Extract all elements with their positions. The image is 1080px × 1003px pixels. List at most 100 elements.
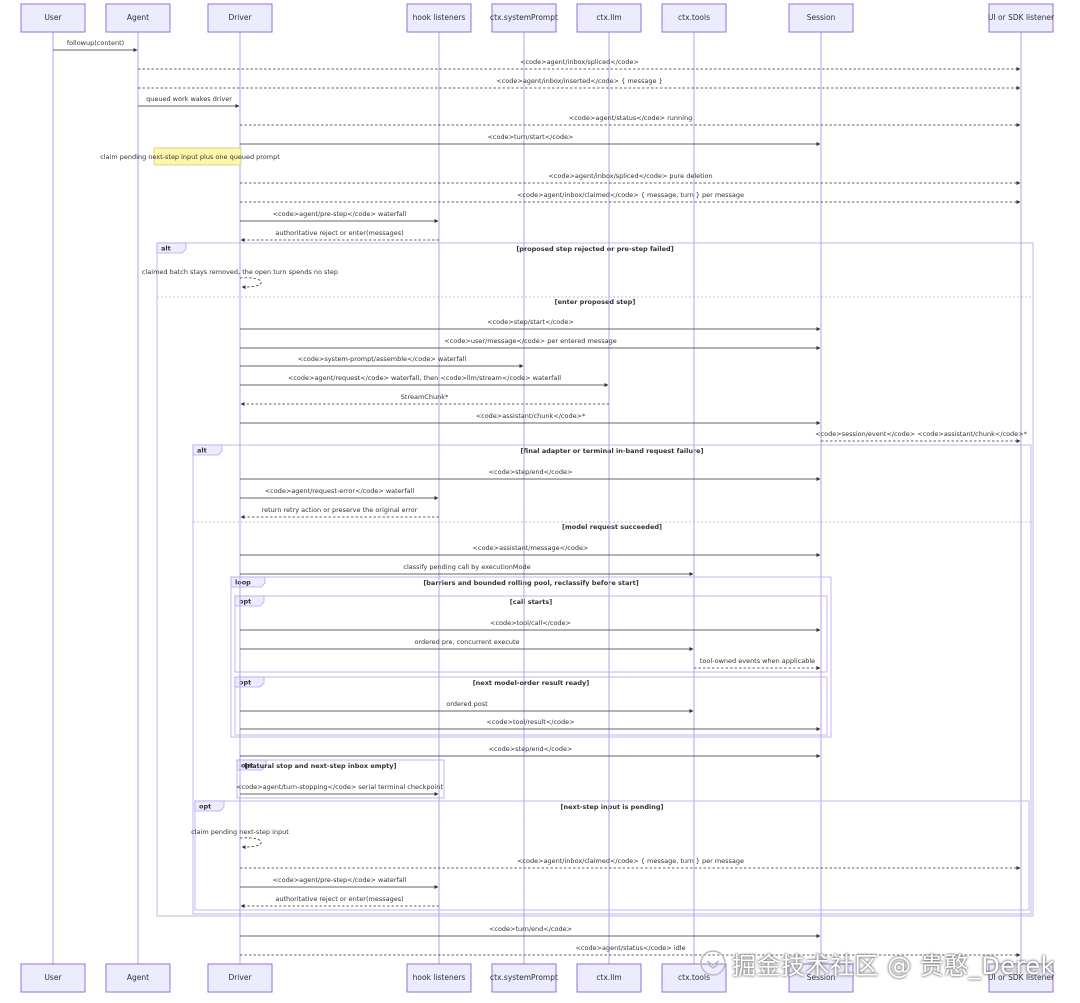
actor-driver-bottom: Driver [207,963,273,993]
actor-sysprompt-bottom: ctx.systemPrompt [490,963,558,993]
actor-label: ctx.tools [678,973,710,982]
note: claim pending next-step input plus one q… [100,147,280,166]
message-label: claimed batch stays removed, the open tu… [142,268,338,276]
message-label: <code>assistant/chunk</code>* [476,412,586,420]
message-self-arrow [239,277,262,290]
actor-label: UI or SDK listener [988,13,1055,22]
message-9: authoritative reject or enter(messages) [240,229,439,242]
message-label: <code>tool/call</code> [490,619,571,627]
message-16: <code>assistant/chunk</code>* [240,412,821,425]
actor-ui-bottom: UI or SDK listener [988,963,1055,993]
frame-else-condition: [model request succeeded] [562,523,662,531]
message-label: tool-owned events when applicable [700,657,815,665]
message-0: followup(content) [53,39,138,52]
message-3: queued work wakes driver [138,95,240,108]
message-10: claimed batch stays removed, the open tu… [142,268,338,290]
actor-label: Session [807,973,836,982]
message-label: <code>step/start</code> [487,318,574,326]
actor-llm-bottom: ctx.llm [576,963,642,993]
message-label: <code>turn/start</code> [487,133,573,141]
message-24: ordered pre, concurrent execute [240,638,694,651]
frame-condition: [proposed step rejected or pre-step fail… [516,245,673,253]
message-32: <code>agent/pre-step</code> waterfall [240,876,439,889]
message-label: queued work wakes driver [146,95,232,103]
message-label: <code>agent/request-error</code> waterfa… [265,487,415,495]
message-label: <code>agent/status</code> idle [575,944,685,952]
message-self-arrow [239,837,262,850]
frame-kind: opt [241,762,253,770]
message-19: <code>agent/request-error</code> waterfa… [240,487,439,500]
message-28: <code>step/end</code> [240,745,821,758]
frame-else-condition: [enter proposed step] [555,298,636,306]
frame-alt-1: alt [final adapter or terminal in-band re… [192,444,1032,915]
actor-label: ctx.systemPrompt [490,973,558,982]
message-26: ordered post [240,700,694,713]
message-1: <code>agent/inbox/spliced</code> [138,58,1021,71]
message-31: <code>agent/inbox/claimed</code> { messa… [240,857,1021,870]
frame-condition: [next-step input is pending] [561,803,664,811]
message-22: classify pending call by executionMode [240,563,694,576]
message-label: followup(content) [67,39,124,47]
message-label: <code>agent/turn-stopping</code> serial … [236,783,443,791]
actor-agent-bottom: Agent [105,963,171,993]
frame-condition: [call starts] [510,598,552,606]
actor-session-bottom: Session [788,963,854,993]
frame-kind: alt [197,447,207,455]
frame-condition: [barriers and bounded rolling pool, recl… [423,579,638,587]
message-17: <code>session/event</code> <code>assista… [815,430,1028,443]
frame-opt-4: opt[next model-order result ready] [234,676,828,736]
watermark: 掘金技术社区 @ 贵憨_Derek [700,943,1070,983]
message-4: <code>agent/status</code> running [240,114,1021,127]
message-label: return retry action or preserve the orig… [262,506,418,514]
actor-label: Agent [127,13,149,22]
message-label: <code>tool/result</code> [486,718,574,726]
actor-llm-top: ctx.llm [576,3,642,33]
actor-label: User [44,13,62,22]
message-label: <code>agent/status</code> running [569,114,692,122]
message-label: <code>agent/inbox/inserted</code> { mess… [496,77,663,85]
message-label: <code>assistant/message</code> [473,544,589,552]
message-label: <code>agent/inbox/claimed</code> { messa… [517,191,744,199]
message-label: <code>user/message</code> per entered me… [444,337,616,345]
message-23: <code>tool/call</code> [240,619,821,632]
message-label: <code>turn/end</code> [489,925,572,933]
frame-condition: [final adapter or terminal in-band reque… [520,447,703,455]
message-21: <code>assistant/message</code> [240,544,821,557]
actor-label: ctx.systemPrompt [490,13,558,22]
message-6: <code>agent/inbox/spliced</code> pure de… [240,172,1021,185]
message-30: claim pending next-step input [191,828,289,850]
message-label: <code>system-prompt/assemble</code> wate… [298,355,467,363]
frame-alt-0: alt [proposed step rejected or pre-step f… [156,242,1034,917]
actor-user-bottom: User [20,963,86,993]
actor-label: hook listeners [413,13,466,22]
message-13: <code>system-prompt/assemble</code> wate… [240,355,524,368]
message-34: <code>turn/end</code> [240,925,821,938]
watermark-text: 掘金技术社区 @ 贵憨_Derek [732,951,1056,980]
message-label: claim pending next-step input [191,828,289,836]
actor-label: ctx.llm [596,973,621,982]
message-5: <code>turn/start</code> [240,133,821,146]
actor-session-top: Session [788,3,854,33]
message-label: authoritative reject or enter(messages) [275,895,403,903]
frame-kind: opt [199,803,211,811]
frame-opt-3: opt [call starts] [234,595,828,673]
message-25: tool-owned events when applicable [694,657,821,670]
message-2: <code>agent/inbox/inserted</code> { mess… [138,77,1021,90]
message-15: StreamChunk* [240,393,609,406]
message-label: <code>agent/inbox/spliced</code> pure de… [548,172,712,180]
message-14: <code>agent/request</code> waterfall, th… [240,374,609,387]
actor-label: User [44,973,62,982]
actor-driver-top: Driver [207,3,273,33]
actor-label: Agent [127,973,149,982]
frame-kind: opt [239,598,251,606]
actor-label: Driver [228,13,252,22]
message-18: <code>step/end</code> [240,468,821,481]
message-label: ordered pre, concurrent execute [414,638,519,646]
actor-hooks-bottom: hook listeners [406,963,472,993]
actor-tools-top: ctx.tools [661,3,727,33]
actor-hooks-top: hook listeners [406,3,472,33]
message-8: <code>agent/pre-step</code> waterfall [240,210,439,223]
message-label: <code>session/event</code> <code>assista… [815,430,1028,438]
message-35: <code>agent/status</code> idle [240,944,1021,957]
actor-tools-bottom: ctx.tools [661,963,727,993]
